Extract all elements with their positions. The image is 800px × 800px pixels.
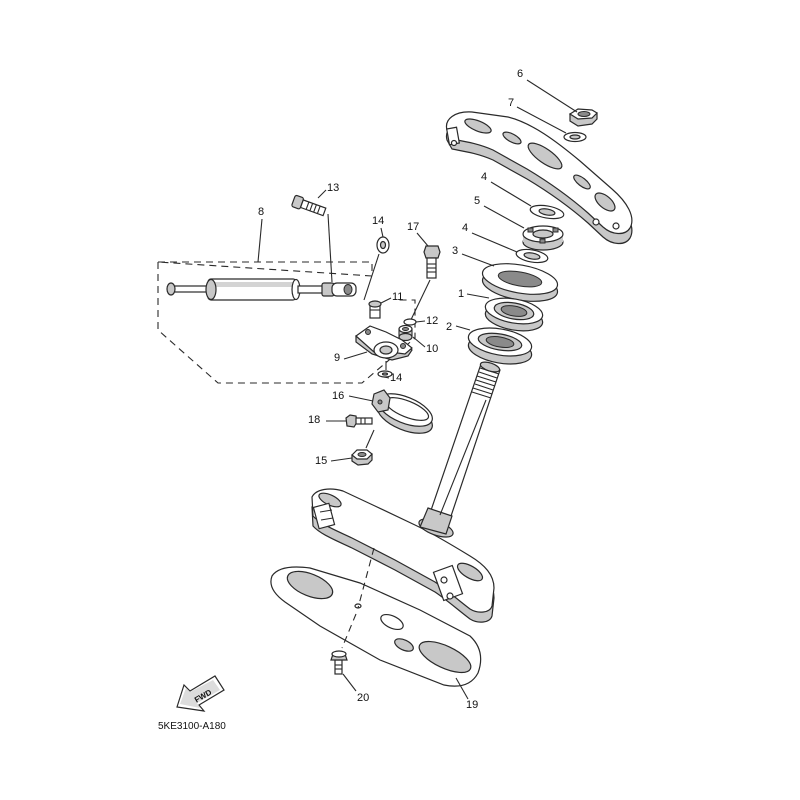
steering-stem [419,361,501,535]
callout-13: 13 [327,182,339,194]
assembly-line-washer-14 [363,253,380,301]
o-ring-12 [403,318,417,326]
assembly-line-bolt-13 [327,213,333,283]
assembly-line-lower [357,547,375,609]
washer-4-upper [529,204,565,220]
callout-14-lower: 14 [390,372,402,384]
callout-3: 3 [452,245,458,257]
washer-7 [563,131,587,143]
bolt-11 [368,300,382,319]
washer-4-lower [515,248,549,264]
bearing-2 [467,327,533,365]
callout-16: 16 [332,390,344,402]
collar-10 [398,324,413,342]
bolt-18 [345,414,373,428]
callout-4-upper: 4 [481,171,487,183]
washer-14-lower [377,370,393,378]
callout-10: 10 [426,343,438,355]
clamp-16 [371,389,433,434]
callout-20: 20 [357,692,369,704]
callout-14-upper: 14 [372,215,384,227]
damper-group-outline-top [157,261,373,277]
callout-18: 18 [308,414,320,426]
callout-9: 9 [334,352,340,364]
callout-7: 7 [508,97,514,109]
ring-nut-5 [522,225,564,251]
callout-numbers: 6 7 4 5 4 3 1 2 13 8 14 17 11 12 10 9 14… [258,68,523,711]
leader-lines [257,79,578,700]
callout-11: 11 [392,291,403,303]
upper-triple-clamp [445,111,633,245]
washer-14-upper [376,236,390,254]
seal-3 [481,263,559,302]
diagram-code: 5KE3100-A180 [158,721,226,732]
callout-1: 1 [458,288,464,300]
callout-17: 17 [407,221,419,233]
nut-6 [568,108,598,127]
assembly-line-nut-15 [365,429,375,449]
callout-4-lower: 4 [462,222,468,234]
damper-group-outline [157,262,416,384]
callout-12: 12 [426,315,438,327]
bracket-9 [355,325,413,361]
assembly-line-bolt-20 [341,613,357,649]
steering-damper-8 [166,278,357,301]
callout-5: 5 [474,195,480,207]
bolt-20 [330,650,348,675]
callout-2: 2 [446,321,452,333]
bearing-1 [484,297,544,332]
bolt-17 [423,245,441,279]
callout-6: 6 [517,68,523,80]
callout-15: 15 [315,455,327,467]
callout-19: 19 [466,699,478,711]
callout-8: 8 [258,206,264,218]
bolt-13 [291,194,327,217]
nut-15 [351,449,373,466]
